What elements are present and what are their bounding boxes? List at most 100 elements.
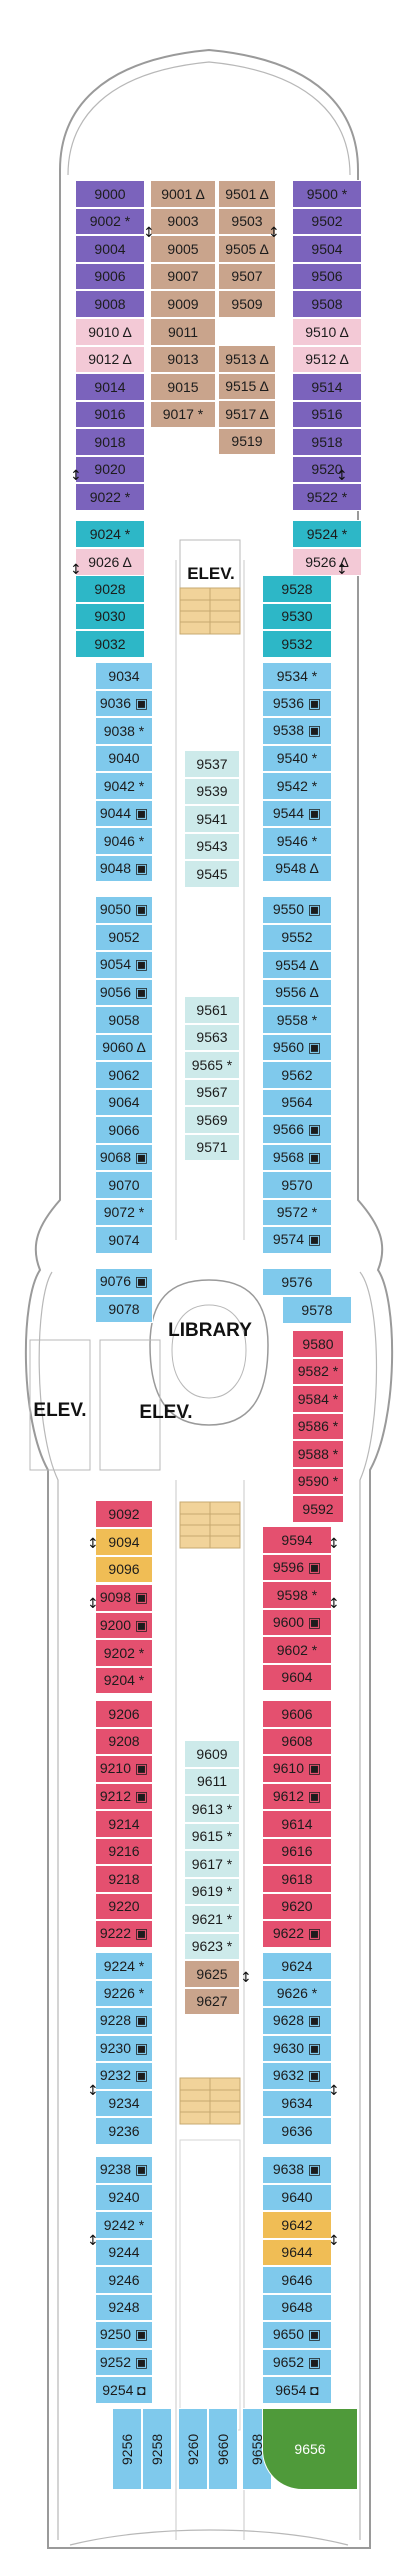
cabin-9634[interactable]: 9634 bbox=[262, 2089, 332, 2117]
cabin-9013[interactable]: 9013 bbox=[150, 345, 216, 373]
cabin-9242[interactable]: 9242 * bbox=[95, 2211, 153, 2239]
cabin-9588[interactable]: 9588 * bbox=[292, 1440, 344, 1468]
cabin-9048[interactable]: 9048 ▣ bbox=[95, 854, 153, 882]
cabin-9530[interactable]: 9530 bbox=[262, 602, 332, 630]
cabin-9578[interactable]: 9578 bbox=[282, 1296, 352, 1324]
cabin-9576[interactable]: 9576 bbox=[262, 1268, 332, 1296]
cabin-9569[interactable]: 9569 bbox=[184, 1106, 240, 1134]
cabin-9018[interactable]: 9018 bbox=[75, 428, 145, 456]
cabin-9518[interactable]: 9518 bbox=[292, 428, 362, 456]
cabin-9058[interactable]: 9058 bbox=[95, 1006, 153, 1034]
cabin-9590[interactable]: 9590 * bbox=[292, 1467, 344, 1495]
cabin-9564[interactable]: 9564 bbox=[262, 1088, 332, 1116]
cabin-9004[interactable]: 9004 bbox=[75, 235, 145, 263]
cabin-9596[interactable]: 9596 ▣ bbox=[262, 1553, 332, 1581]
cabin-9066[interactable]: 9066 bbox=[95, 1116, 153, 1144]
cabin-9096[interactable]: 9096 bbox=[95, 1555, 153, 1583]
cabin-9092[interactable]: 9092 bbox=[95, 1500, 153, 1528]
cabin-9592[interactable]: 9592 bbox=[292, 1495, 344, 1523]
cabin-9572[interactable]: 9572 * bbox=[262, 1198, 332, 1226]
cabin-9623[interactable]: 9623 * bbox=[184, 1932, 240, 1960]
cabin-9614[interactable]: 9614 bbox=[262, 1810, 332, 1838]
cabin-9620[interactable]: 9620 bbox=[262, 1892, 332, 1920]
cabin-9546[interactable]: 9546 * bbox=[262, 827, 332, 855]
cabin-9016[interactable]: 9016 bbox=[75, 400, 145, 428]
cabin-9250[interactable]: 9250 ▣ bbox=[95, 2321, 153, 2349]
cabin-9646[interactable]: 9646 bbox=[262, 2266, 332, 2294]
cabin-9552[interactable]: 9552 bbox=[262, 923, 332, 951]
cabin-9046[interactable]: 9046 * bbox=[95, 827, 153, 855]
cabin-9580[interactable]: 9580 bbox=[292, 1330, 344, 1358]
cabin-9244[interactable]: 9244 bbox=[95, 2238, 153, 2266]
cabin-9516[interactable]: 9516 bbox=[292, 400, 362, 428]
cabin-9556[interactable]: 9556 Δ bbox=[262, 978, 332, 1006]
cabin-9212[interactable]: 9212 ▣ bbox=[95, 1782, 153, 1810]
cabin-9062[interactable]: 9062 bbox=[95, 1061, 153, 1089]
cabin-9584[interactable]: 9584 * bbox=[292, 1385, 344, 1413]
cabin-9613[interactable]: 9613 * bbox=[184, 1795, 240, 1823]
cabin-9604[interactable]: 9604 bbox=[262, 1663, 332, 1691]
cabin-9074[interactable]: 9074 bbox=[95, 1226, 153, 1254]
cabin-9565[interactable]: 9565 * bbox=[184, 1051, 240, 1079]
cabin-9619[interactable]: 9619 * bbox=[184, 1877, 240, 1905]
cabin-9050[interactable]: 9050 ▣ bbox=[95, 896, 153, 924]
cabin-9003[interactable]: 9003 bbox=[150, 207, 216, 235]
cabin-9532[interactable]: 9532 bbox=[262, 630, 332, 658]
cabin-9519[interactable]: 9519 bbox=[218, 427, 276, 455]
cabin-9544[interactable]: 9544 ▣ bbox=[262, 799, 332, 827]
cabin-9636[interactable]: 9636 bbox=[262, 2117, 332, 2145]
cabin-9030[interactable]: 9030 bbox=[75, 602, 145, 630]
cabin-9570[interactable]: 9570 bbox=[262, 1171, 332, 1199]
cabin-9524[interactable]: 9524 * bbox=[292, 520, 362, 548]
cabin-9056[interactable]: 9056 ▣ bbox=[95, 978, 153, 1006]
cabin-9558[interactable]: 9558 * bbox=[262, 1006, 332, 1034]
cabin-9000[interactable]: 9000 bbox=[75, 180, 145, 208]
cabin-9508[interactable]: 9508 bbox=[292, 290, 362, 318]
cabin-9616[interactable]: 9616 bbox=[262, 1837, 332, 1865]
cabin-9537[interactable]: 9537 bbox=[184, 750, 240, 778]
cabin-9594[interactable]: 9594 bbox=[262, 1526, 332, 1554]
cabin-9009[interactable]: 9009 bbox=[150, 290, 216, 318]
cabin-9660[interactable]: 9660 bbox=[208, 2408, 238, 2490]
cabin-9012[interactable]: 9012 Δ bbox=[75, 345, 145, 373]
cabin-9258[interactable]: 9258 bbox=[142, 2408, 172, 2490]
cabin-9648[interactable]: 9648 bbox=[262, 2293, 332, 2321]
cabin-9052[interactable]: 9052 bbox=[95, 923, 153, 951]
cabin-9522[interactable]: 9522 * bbox=[292, 483, 362, 511]
cabin-9504[interactable]: 9504 bbox=[292, 235, 362, 263]
cabin-9562[interactable]: 9562 bbox=[262, 1061, 332, 1089]
cabin-9072[interactable]: 9072 * bbox=[95, 1198, 153, 1226]
cabin-9568[interactable]: 9568 ▣ bbox=[262, 1143, 332, 1171]
cabin-9561[interactable]: 9561 bbox=[184, 996, 240, 1024]
cabin-9220[interactable]: 9220 bbox=[95, 1892, 153, 1920]
cabin-9208[interactable]: 9208 bbox=[95, 1727, 153, 1755]
cabin-9252[interactable]: 9252 ▣ bbox=[95, 2348, 153, 2376]
cabin-9642[interactable]: 9642 bbox=[262, 2211, 332, 2239]
cabin-9230[interactable]: 9230 ▣ bbox=[95, 2034, 153, 2062]
cabin-9024[interactable]: 9024 * bbox=[75, 520, 145, 548]
cabin-9054[interactable]: 9054 ▣ bbox=[95, 951, 153, 979]
cabin-9528[interactable]: 9528 bbox=[262, 575, 332, 603]
cabin-9026[interactable]: 9026 Δ bbox=[75, 548, 145, 576]
cabin-9545[interactable]: 9545 bbox=[184, 860, 240, 888]
cabin-9541[interactable]: 9541 bbox=[184, 805, 240, 833]
cabin-9608[interactable]: 9608 bbox=[262, 1727, 332, 1755]
cabin-9042[interactable]: 9042 * bbox=[95, 772, 153, 800]
cabin-9540[interactable]: 9540 * bbox=[262, 744, 332, 772]
cabin-9550[interactable]: 9550 ▣ bbox=[262, 896, 332, 924]
cabin-9098[interactable]: 9098 ▣ bbox=[95, 1584, 153, 1612]
cabin-9060[interactable]: 9060 Δ bbox=[95, 1033, 153, 1061]
cabin-9509[interactable]: 9509 bbox=[218, 290, 276, 318]
cabin-9038[interactable]: 9038 * bbox=[95, 717, 153, 745]
cabin-9070[interactable]: 9070 bbox=[95, 1171, 153, 1199]
cabin-9567[interactable]: 9567 bbox=[184, 1078, 240, 1106]
cabin-9068[interactable]: 9068 ▣ bbox=[95, 1143, 153, 1171]
cabin-9618[interactable]: 9618 bbox=[262, 1865, 332, 1893]
cabin-9224[interactable]: 9224 * bbox=[95, 1952, 153, 1980]
cabin-9654[interactable]: 9654 ◘ bbox=[262, 2376, 332, 2404]
cabin-9240[interactable]: 9240 bbox=[95, 2183, 153, 2211]
cabin-9501[interactable]: 9501 Δ bbox=[218, 180, 276, 208]
cabin-9538[interactable]: 9538 ▣ bbox=[262, 717, 332, 745]
cabin-9017[interactable]: 9017 * bbox=[150, 400, 216, 428]
cabin-9248[interactable]: 9248 bbox=[95, 2293, 153, 2321]
